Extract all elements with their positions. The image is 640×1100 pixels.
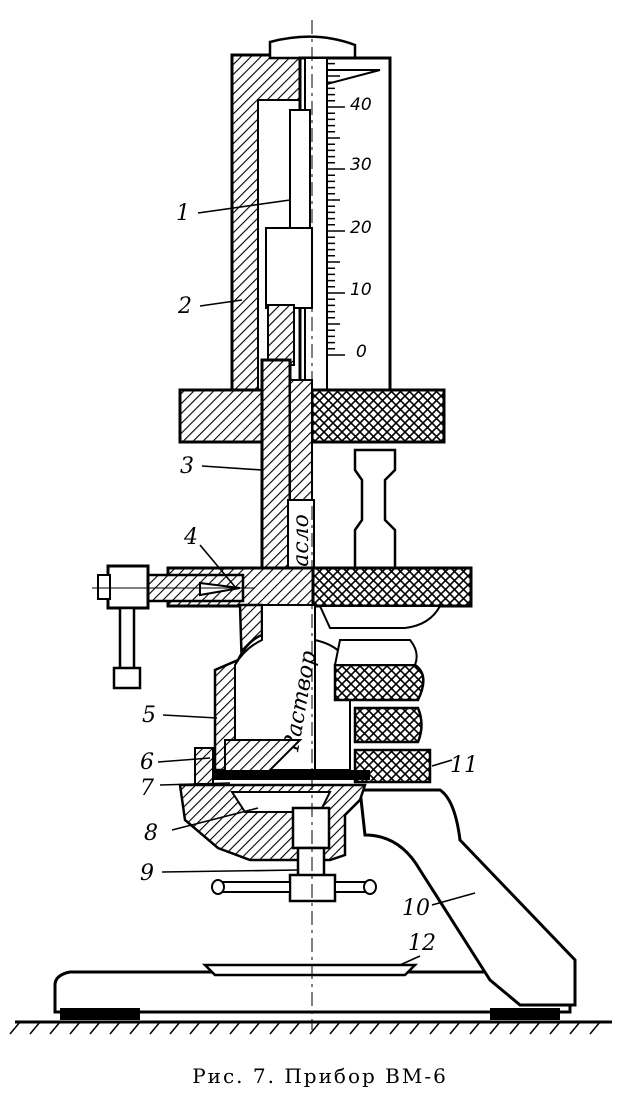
label-1: 1 bbox=[176, 201, 190, 226]
label-6: 6 bbox=[140, 750, 154, 775]
figure-caption: Рис. 7. Прибор ВМ-6 bbox=[192, 1064, 448, 1088]
screw-9 bbox=[211, 806, 377, 903]
label-5: 5 bbox=[142, 703, 156, 728]
scale-label-10: 10 bbox=[350, 280, 372, 300]
rings-11 bbox=[333, 639, 432, 784]
label-10: 10 bbox=[402, 896, 430, 921]
label-9: 9 bbox=[140, 861, 154, 886]
ground bbox=[9, 1020, 612, 1035]
label-8: 8 bbox=[144, 821, 158, 846]
label-2: 2 bbox=[177, 294, 192, 319]
valve-4 bbox=[92, 564, 255, 690]
label-3: 3 bbox=[180, 454, 194, 479]
tray-12 bbox=[201, 963, 419, 977]
leader-lines bbox=[157, 199, 476, 966]
scale-label-30: 30 bbox=[350, 155, 372, 175]
label-11: 11 bbox=[450, 753, 478, 778]
scale-label-0: 0 bbox=[356, 342, 367, 362]
scale-label-20: 20 bbox=[350, 218, 372, 238]
rod-1 bbox=[265, 109, 313, 366]
vessel-5: Раствор bbox=[213, 603, 353, 776]
scale: 40 30 20 10 0 bbox=[326, 56, 381, 362]
stand-10 bbox=[358, 788, 577, 1007]
part-labels: 1 2 3 4 5 6 7 8 9 10 11 12 bbox=[140, 201, 478, 956]
scale-label-40: 40 bbox=[350, 95, 372, 115]
label-7: 7 bbox=[140, 776, 154, 801]
label-12: 12 bbox=[408, 931, 436, 956]
label-4: 4 bbox=[183, 525, 198, 550]
